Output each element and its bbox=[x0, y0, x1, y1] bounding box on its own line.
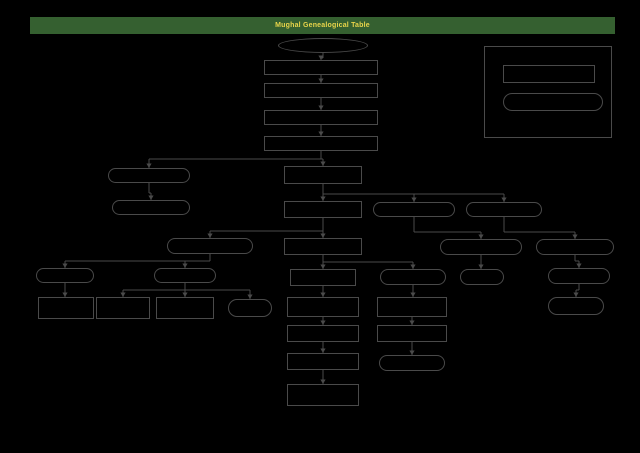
genealogy-node[interactable] bbox=[377, 297, 447, 317]
genealogy-node[interactable] bbox=[264, 83, 378, 98]
genealogy-node[interactable] bbox=[284, 201, 362, 218]
genealogy-node[interactable] bbox=[287, 297, 359, 317]
genealogy-node[interactable] bbox=[112, 200, 190, 215]
genealogy-node[interactable] bbox=[373, 202, 455, 217]
genealogy-node[interactable] bbox=[287, 353, 359, 370]
genealogy-node[interactable] bbox=[156, 297, 214, 319]
legend-panel bbox=[484, 46, 612, 138]
genealogy-node[interactable] bbox=[264, 136, 378, 151]
genealogy-node[interactable] bbox=[38, 297, 94, 319]
genealogy-node[interactable] bbox=[466, 202, 542, 217]
genealogy-node[interactable] bbox=[380, 269, 446, 285]
genealogy-node[interactable] bbox=[440, 239, 522, 255]
genealogy-node[interactable] bbox=[278, 38, 368, 53]
genealogy-node[interactable] bbox=[154, 268, 216, 283]
legend-swatch-stadium bbox=[503, 93, 603, 111]
genealogy-node[interactable] bbox=[379, 355, 445, 371]
genealogy-node[interactable] bbox=[548, 268, 610, 284]
genealogy-node[interactable] bbox=[264, 60, 378, 75]
genealogy-node[interactable] bbox=[167, 238, 253, 254]
genealogy-node[interactable] bbox=[96, 297, 150, 319]
genealogy-node[interactable] bbox=[290, 269, 356, 286]
genealogy-node[interactable] bbox=[377, 325, 447, 342]
genealogy-node[interactable] bbox=[536, 239, 614, 255]
genealogy-node[interactable] bbox=[228, 299, 272, 317]
genealogy-node[interactable] bbox=[287, 384, 359, 406]
genealogy-node[interactable] bbox=[284, 166, 362, 184]
genealogy-node[interactable] bbox=[548, 297, 604, 315]
genealogy-node[interactable] bbox=[108, 168, 190, 183]
legend-swatch-rect bbox=[503, 65, 595, 83]
genealogy-node[interactable] bbox=[460, 269, 504, 285]
genealogy-node[interactable] bbox=[36, 268, 94, 283]
genealogy-node[interactable] bbox=[284, 238, 362, 255]
genealogy-node[interactable] bbox=[287, 325, 359, 342]
genealogy-node[interactable] bbox=[264, 110, 378, 125]
